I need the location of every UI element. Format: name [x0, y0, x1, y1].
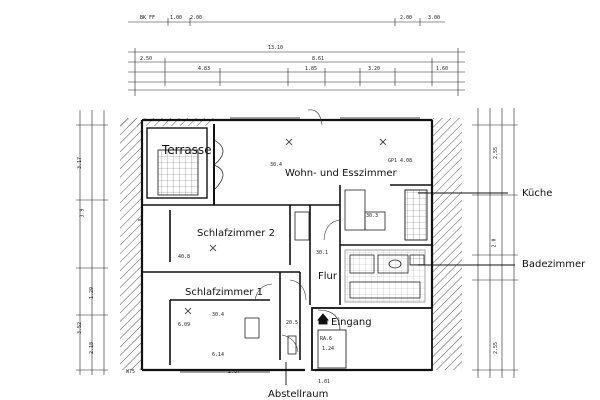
- dim-label: 3.20: [368, 66, 381, 72]
- plan-mark: 30.4: [212, 312, 225, 318]
- dim-label: 2.00: [400, 15, 413, 21]
- room-label-abstellraum: Abstellraum: [268, 389, 329, 400]
- light-markers: [184, 138, 387, 315]
- room-label-kueche: Küche: [522, 188, 553, 199]
- dim-label: 1.60: [436, 66, 449, 72]
- bathroom-fixtures: [344, 249, 426, 303]
- dimension-lines-left: [76, 110, 108, 375]
- dim-label: BK FF: [140, 15, 156, 21]
- dim-label: 1.01: [318, 379, 331, 385]
- entrance-area: [311, 307, 433, 371]
- dim-label: 2.55: [493, 341, 500, 355]
- windows: [138, 117, 420, 373]
- plan-mark: 1.24: [322, 346, 335, 352]
- annotation-arrows: [285, 192, 515, 385]
- dim-label: 3.17: [77, 156, 84, 170]
- plan-mark: 40.8: [178, 254, 191, 260]
- plan-mark: 6.09: [178, 322, 191, 328]
- plan-mark: 30.3: [366, 213, 379, 219]
- plan-mark: 6.14: [212, 352, 225, 358]
- dim-label: 1.85: [305, 66, 318, 72]
- plan-mark: 30.4: [270, 162, 283, 168]
- dim-label: 2.50: [140, 56, 153, 62]
- dim-label: 2.55: [493, 146, 500, 160]
- plan-mark: GP1 4.08: [388, 158, 413, 164]
- plan-mark: 20.5: [286, 320, 299, 326]
- room-label-wohn: Wohn- und Esszimmer: [285, 168, 397, 179]
- dim-label: 1.29: [89, 286, 96, 300]
- plan-mark: 30.1: [316, 250, 329, 256]
- dim-label: 3.9: [79, 208, 86, 218]
- room-label-eingang: Eingang: [331, 317, 372, 328]
- room-label-schlaf1: Schlafzimmer 1: [185, 287, 263, 298]
- room-label-badezimmer: Badezimmer: [522, 259, 586, 270]
- dimension-lines-right: [472, 108, 518, 378]
- dim-label: 2.87: [228, 369, 241, 375]
- door-swings: [254, 109, 341, 353]
- dim-label: 1.00: [170, 15, 183, 21]
- dimension-lines-top: [128, 18, 465, 96]
- terrace: [146, 124, 224, 205]
- dim-label: 2.18: [89, 341, 96, 355]
- dim-label: 13.10: [268, 45, 284, 51]
- dim-label: 2.0: [491, 238, 498, 248]
- room-label-schlaf2: Schlafzimmer 2: [197, 228, 275, 239]
- dim-label: 8.61: [312, 56, 325, 62]
- dim-label: 3.52: [77, 321, 84, 335]
- room-label-terrasse: Terrasse: [162, 143, 212, 157]
- plan-mark: W75: [126, 369, 136, 375]
- dim-label: 4.83: [198, 66, 211, 72]
- interior-walls: [142, 184, 432, 365]
- dim-label: 3.00: [428, 15, 441, 21]
- room-label-flur: Flur: [318, 271, 337, 282]
- kitchen-units: [344, 189, 428, 241]
- dim-label: 2.00: [190, 15, 203, 21]
- plan-mark: RA.6: [320, 336, 333, 342]
